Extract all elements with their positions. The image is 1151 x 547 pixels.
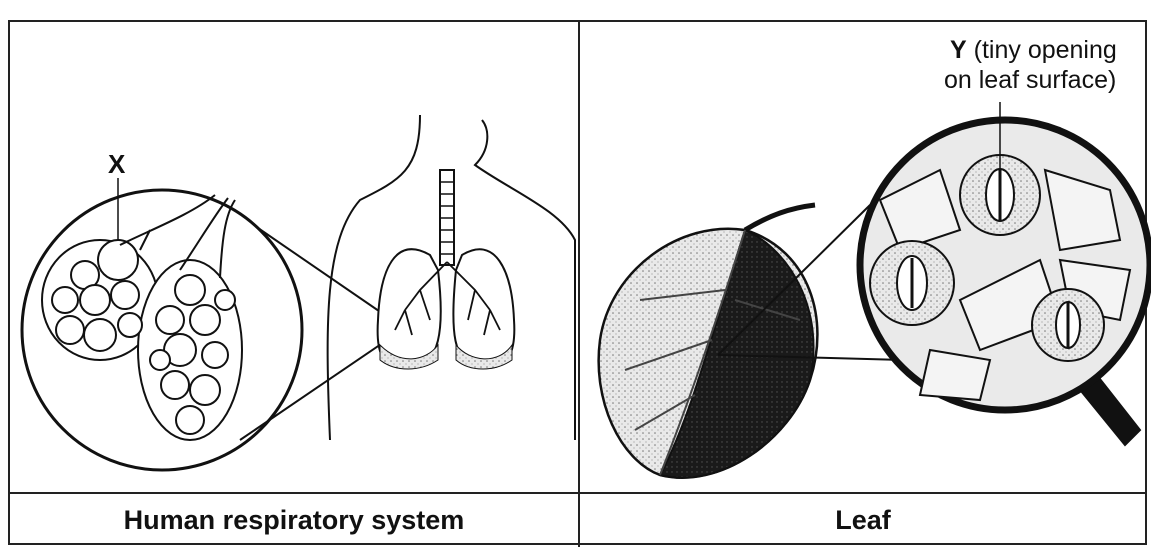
label-y: Y (tiny opening (950, 36, 1117, 64)
label-x: X (108, 150, 125, 178)
label-y-line2: on leaf surface) (944, 66, 1116, 94)
label-y-letter: Y (950, 36, 967, 64)
left-lung (378, 249, 441, 368)
caption-human-respiratory-system: Human respiratory system (10, 496, 578, 544)
label-y-line1: (tiny opening (974, 36, 1117, 64)
leaf-illustration (599, 102, 1150, 478)
respiratory-illustration (22, 115, 575, 470)
stoma-right (1032, 289, 1104, 361)
leaf-stem (745, 205, 815, 230)
stoma-left (870, 241, 954, 325)
right-lung (453, 249, 514, 368)
torso-outline (328, 115, 575, 440)
caption-leaf: Leaf (580, 496, 1146, 544)
